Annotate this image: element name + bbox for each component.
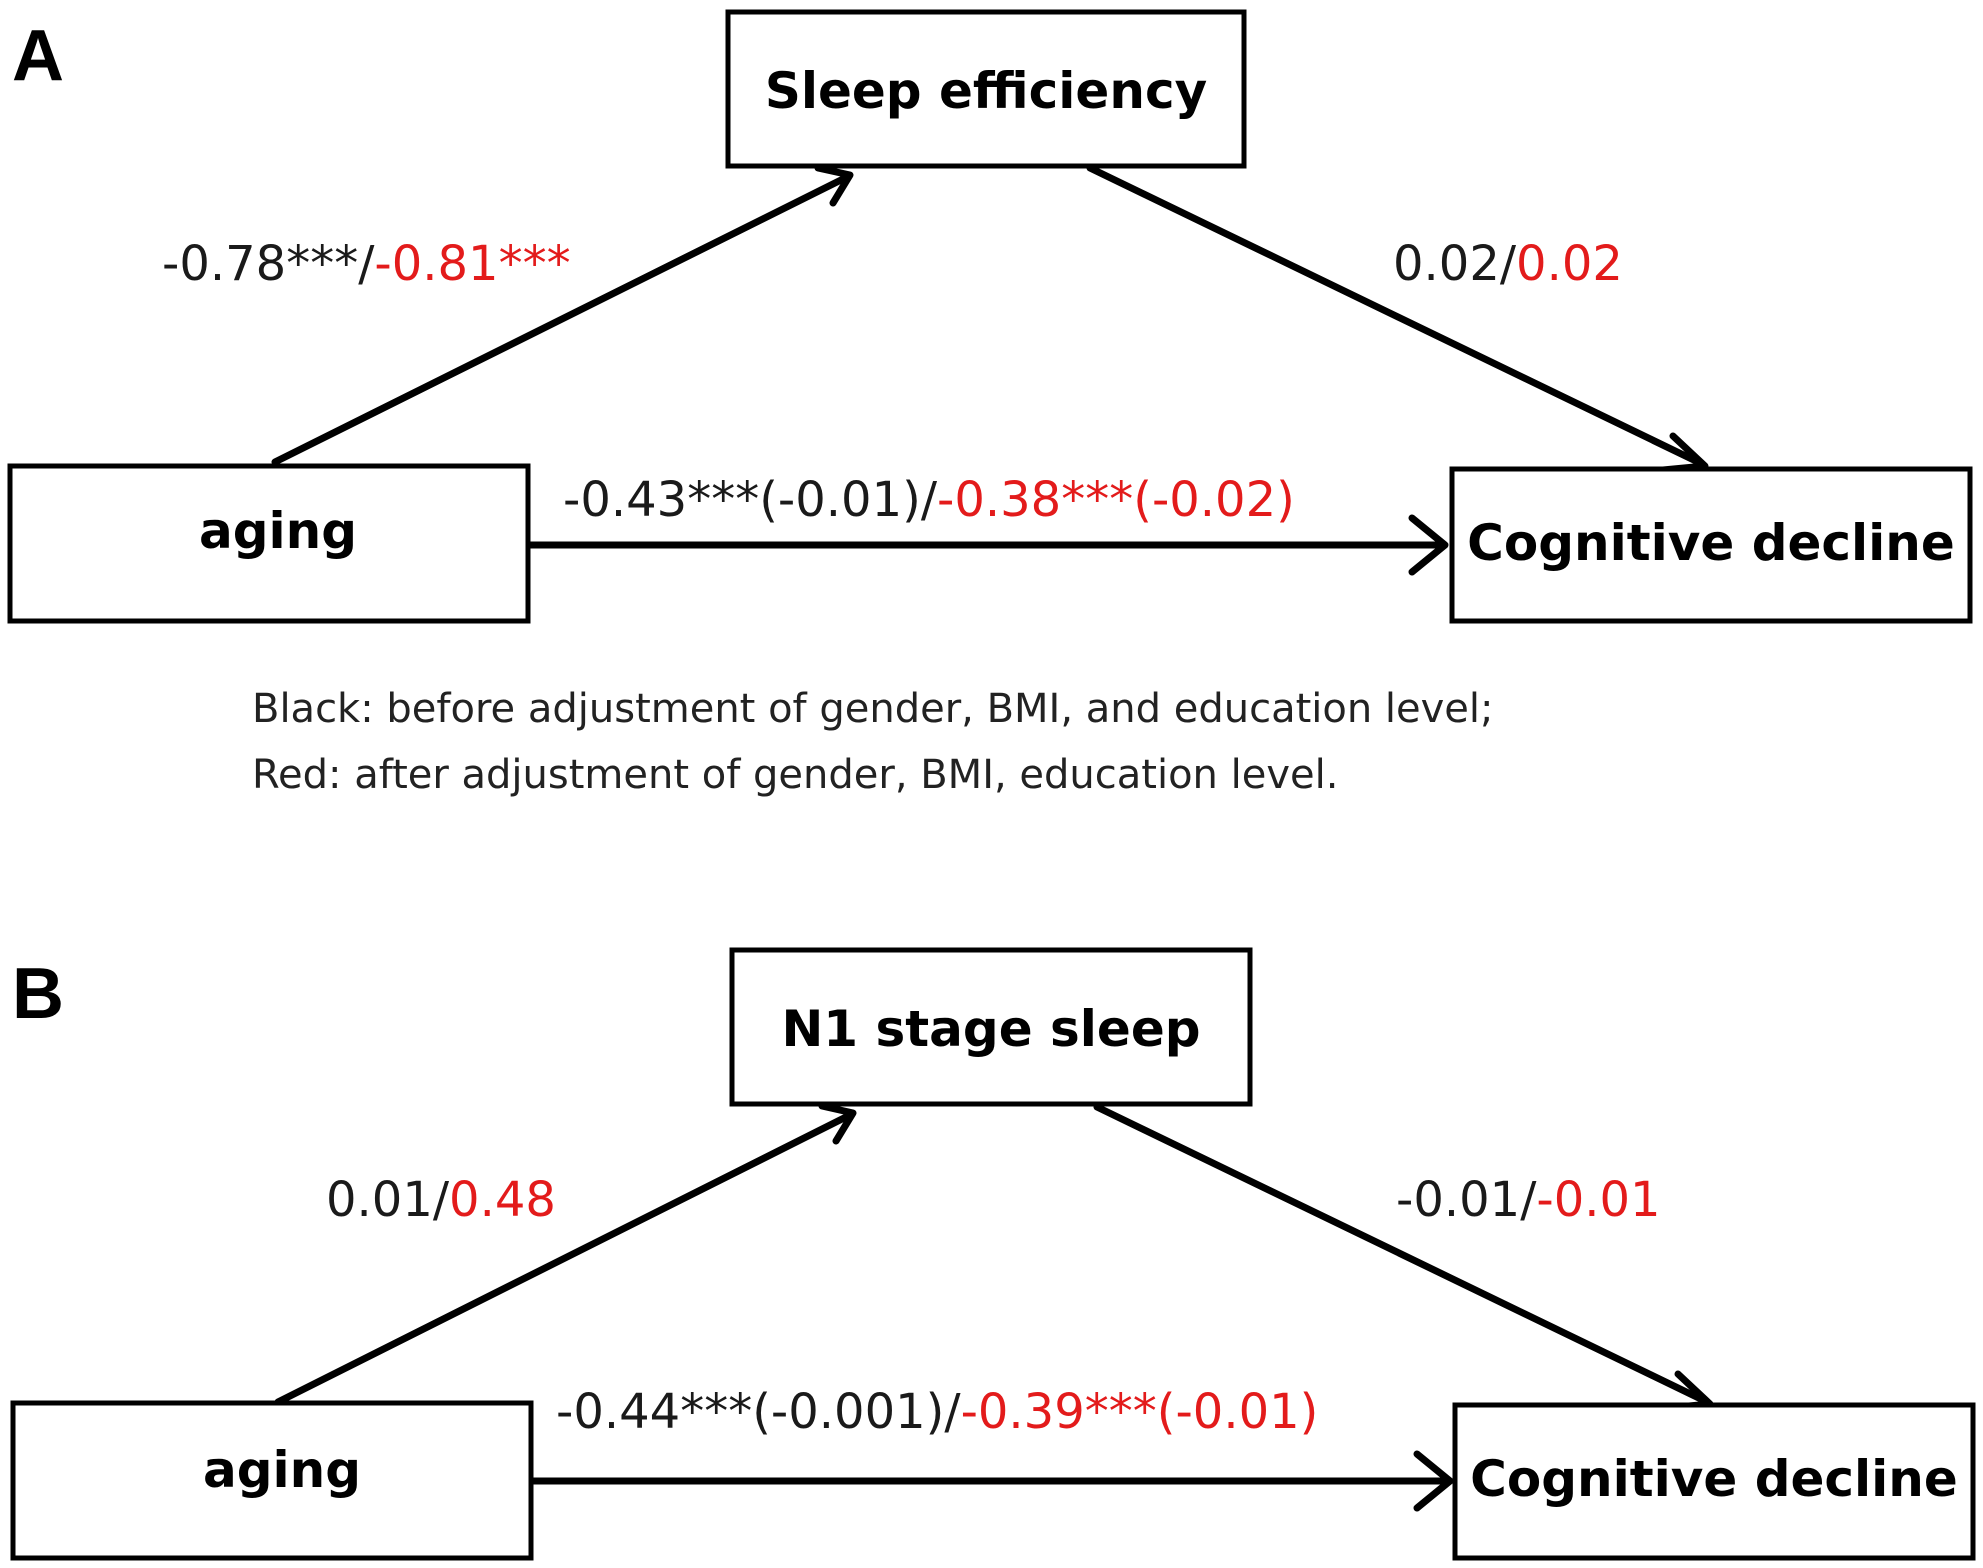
legend-note-black: Black: before adjustment of gender, BMI,… [252,686,1494,732]
panel-a-node-predictor: aging [7,463,531,624]
panel-b-node-predictor: aging [10,1400,534,1561]
panel-b-outcome-label: Cognitive decline [1470,1450,1958,1508]
panel-a-outcome-label: Cognitive decline [1467,514,1955,572]
panel-a-path-a-coef: -0.78***/-0.81*** [162,236,571,292]
coef-sep: / [1500,236,1517,292]
panel-a-node-mediator: Sleep efficiency [725,9,1247,169]
panel-a-path-b-coef: 0.02/0.02 [1393,236,1623,292]
panel-b-node-mediator: N1 stage sleep [729,947,1253,1107]
panel-b-arrowhead-a [818,1102,857,1145]
coef-sep: / [1520,1172,1537,1228]
coef-after: -0.01 [1536,1172,1660,1228]
legend-note-red: Red: after adjustment of gender, BMI, ed… [252,752,1338,798]
coef-sep: / [358,236,375,292]
panel-b-letter: B [12,954,64,1034]
panel-a-letter: A [12,16,64,96]
panel-b-mediator-label: N1 stage sleep [781,1000,1200,1058]
panel-b-path-a-coef: 0.01/0.48 [326,1172,556,1228]
coef-before: 0.02 [1393,236,1500,292]
panel-a-path-c-coef: -0.43***(-0.01)/-0.38***(-0.02) [563,472,1295,528]
coef-before: -0.01 [1396,1172,1520,1228]
panel-a-edge-mediator-to-outcome [1086,164,1704,467]
coef-sep: / [921,472,938,528]
coef-sep: / [433,1172,450,1228]
coef-before: -0.44***(-0.001) [556,1384,944,1440]
coef-after: -0.38***(-0.02) [937,472,1295,528]
panel-a: A Sleep efficiency aging Cognitive decli… [7,9,1973,798]
coef-before: -0.78*** [162,236,358,292]
coef-before: 0.01 [326,1172,433,1228]
coef-after: 0.48 [449,1172,556,1228]
panel-a-edge-aging-to-mediator [271,174,849,466]
panel-a-mediator-label: Sleep efficiency [765,62,1207,120]
panel-b-path-b-coef: -0.01/-0.01 [1396,1172,1661,1228]
coef-after: 0.02 [1516,236,1623,292]
coef-sep: / [944,1384,961,1440]
panel-b-arrowhead-c [1413,1450,1454,1512]
panel-a-arrowhead-a [814,164,854,207]
panel-b-predictor-label: aging [203,1441,361,1499]
panel-a-arrowhead-c [1408,514,1449,576]
coef-before: -0.43***(-0.01) [563,472,921,528]
panel-b: B N1 stage sleep aging Cognitive decline… [10,947,1976,1561]
coef-after: -0.81*** [374,236,570,292]
panel-a-predictor-label: aging [199,502,357,560]
coef-after: -0.39***(-0.01) [961,1384,1319,1440]
panel-b-path-c-coef: -0.44***(-0.001)/-0.39***(-0.01) [556,1384,1318,1440]
panel-b-edge-mediator-to-outcome [1093,1103,1709,1405]
panel-a-node-outcome: Cognitive decline [1449,466,1973,624]
panel-b-edge-aging-to-mediator [274,1112,852,1406]
panel-b-node-outcome: Cognitive decline [1452,1402,1976,1561]
